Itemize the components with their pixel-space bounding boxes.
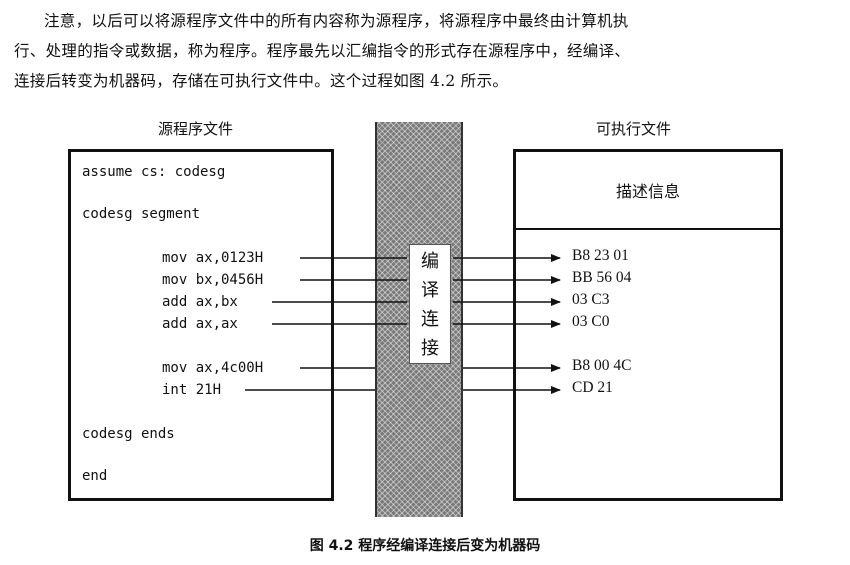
- machine-code-2: BB 56 04: [572, 269, 632, 286]
- machine-code-5: B8 00 4C: [572, 357, 632, 374]
- source-file-caption: 源程序文件: [158, 120, 234, 138]
- machine-code-3: 03 C3: [572, 291, 610, 308]
- machine-code-4: 03 C0: [572, 313, 610, 330]
- code-instr-5: mov ax,4c00H: [162, 360, 264, 376]
- intro-paragraph: 注意，以后可以将源程序文件中的所有内容称为源程序，将源程序中最终由计算机执 行、…: [14, 6, 836, 96]
- compile-link-label: 编 译 连 接: [409, 244, 451, 364]
- paragraph-line-3: 连接后转变为机器码，存储在可执行文件中。这个过程如图 4.2 所示。: [14, 72, 509, 90]
- executable-divider: [516, 228, 780, 230]
- code-ends: codesg ends: [82, 426, 175, 442]
- code-segment: codesg segment: [82, 206, 201, 222]
- executable-file-caption: 可执行文件: [596, 120, 672, 138]
- figure-caption: 图 4.2 程序经编译连接后变为机器码: [309, 538, 541, 554]
- code-instr-6: int 21H: [162, 382, 222, 398]
- machine-code-1: B8 23 01: [572, 247, 629, 264]
- band-char-2: 译: [421, 280, 439, 301]
- description-info: 描述信息: [615, 182, 680, 201]
- code-instr-4: add ax,ax: [162, 316, 238, 332]
- source-file-box: [68, 149, 334, 501]
- paragraph-line-2: 行、处理的指令或数据，称为程序。程序最先以汇编指令的形式存在源程序中，经编译、: [14, 42, 631, 60]
- code-instr-1: mov ax,0123H: [162, 250, 264, 266]
- paragraph-line-1: 注意，以后可以将源程序文件中的所有内容称为源程序，将源程序中最终由计算机执: [44, 12, 629, 30]
- code-end: end: [82, 468, 108, 484]
- band-char-4: 接: [421, 338, 439, 359]
- code-instr-3: add ax,bx: [162, 294, 238, 310]
- code-instr-2: mov bx,0456H: [162, 272, 264, 288]
- code-assume: assume cs: codesg: [82, 164, 226, 180]
- band-char-3: 连: [421, 309, 439, 330]
- machine-code-6: CD 21: [572, 379, 613, 396]
- band-char-1: 编: [421, 251, 439, 272]
